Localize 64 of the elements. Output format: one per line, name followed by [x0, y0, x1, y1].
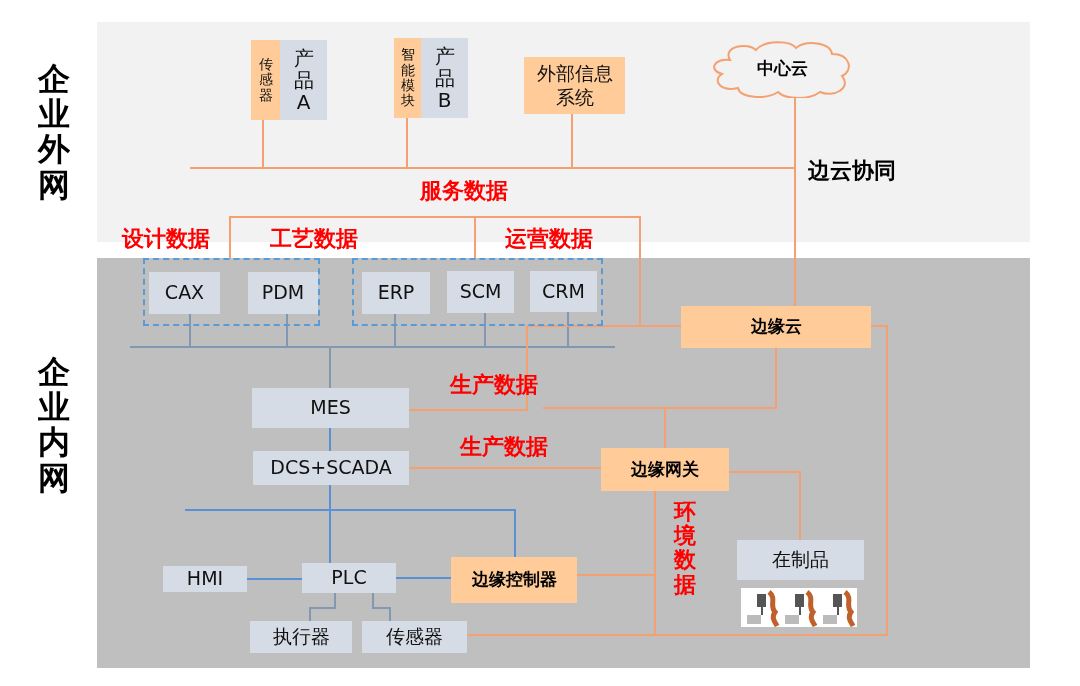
node-label: 边缘云: [750, 316, 802, 338]
system-box: [362, 272, 430, 314]
node-label: CAX: [164, 281, 205, 305]
node-label: SCM: [459, 280, 502, 304]
data-flow-label: 工艺数据: [270, 225, 358, 253]
system-box: [447, 271, 514, 313]
node-label: DCS+SCADA: [270, 456, 392, 480]
node-label: HMI: [186, 567, 224, 591]
node-label: 产品B: [434, 45, 455, 111]
data-flow-label: 设计数据: [122, 225, 210, 253]
system-box: [248, 272, 318, 314]
node-label: 产品A: [293, 47, 314, 113]
node-label: PLC: [331, 566, 367, 590]
node-label: 边缘网关: [631, 458, 699, 481]
connector-line: [329, 311, 569, 389]
node-label: MES: [310, 396, 351, 420]
connector-line: [408, 325, 682, 411]
node-label: 智能模块: [400, 47, 415, 109]
connector-line: [372, 592, 391, 622]
connector-line: [246, 578, 303, 580]
zone-label: 企业外网: [38, 62, 70, 203]
edge-component-box: [451, 557, 577, 603]
edge-component-box: [251, 40, 280, 120]
system-box: [737, 540, 864, 580]
system-box: [252, 388, 409, 428]
edge-label: 生产数据: [460, 433, 548, 461]
data-flow-label: 服务数据: [420, 177, 508, 205]
system-box: [530, 271, 597, 312]
connector-line: [329, 427, 331, 452]
system-box: [280, 40, 327, 120]
connector-line: [408, 467, 602, 469]
system-box: [362, 621, 467, 653]
data-flow-label: 运营数据: [505, 225, 593, 253]
node-label: 传感器: [386, 625, 443, 649]
edge-component-box: [681, 306, 871, 348]
node-label: 外部信息系统: [536, 61, 613, 110]
system-box: [421, 38, 468, 118]
node-label: PDM: [261, 281, 305, 305]
edge-label: 生产数据: [450, 371, 538, 399]
connector-line: [664, 347, 777, 449]
connector-line: [309, 592, 336, 622]
dashed-group-box: [352, 258, 603, 326]
edge-component-box: [524, 57, 625, 114]
edge-component-box: [394, 38, 421, 118]
node-label: 执行器: [272, 625, 330, 649]
edge-component-box: [601, 448, 729, 491]
system-box: [149, 272, 220, 314]
system-box: [302, 563, 396, 593]
connector-line: [728, 471, 801, 541]
edge-label: 环境数据: [674, 500, 696, 597]
connector-line: [395, 577, 452, 579]
node-label: CRM: [542, 279, 585, 304]
node-label: 在制品: [772, 548, 829, 572]
node-label: 边缘控制器: [471, 569, 557, 591]
node-label: 中心云: [756, 58, 808, 80]
system-box: [253, 451, 409, 485]
dashed-group-box: [143, 258, 320, 326]
system-box: [163, 566, 247, 592]
connector-line: [184, 484, 516, 558]
edge-label: 边云协同: [808, 157, 896, 185]
node-label: 传感器: [258, 56, 273, 104]
system-box: [250, 621, 352, 653]
zone-label: 企业内网: [38, 355, 70, 496]
node-label: ERP: [377, 281, 415, 305]
